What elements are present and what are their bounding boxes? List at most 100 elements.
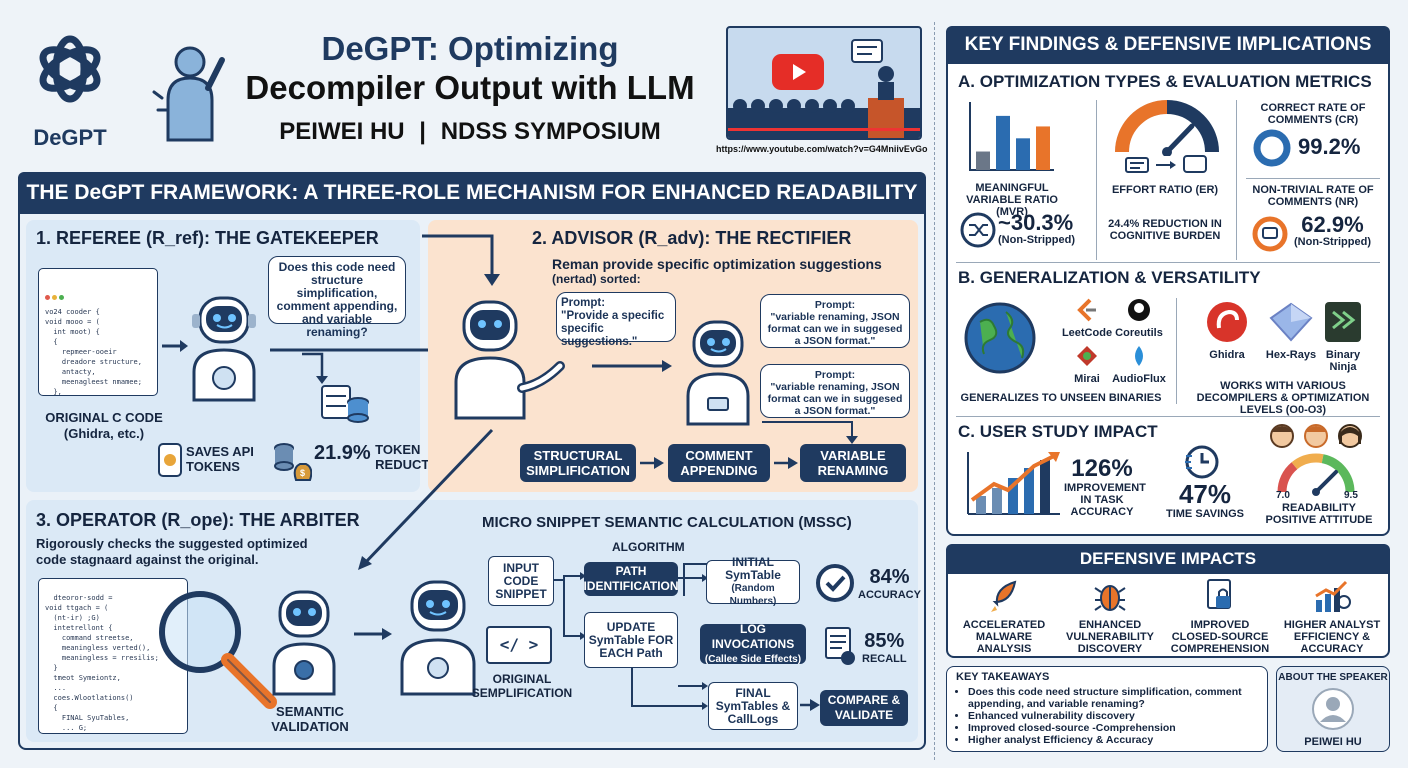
audience-faces-icon — [1264, 420, 1370, 457]
chart-bar — [1036, 126, 1050, 170]
dataset-mirai: Mirai — [1060, 344, 1114, 385]
original-code-label: ORIGINAL C CODE (Ghidra, etc.) — [45, 410, 163, 441]
chart-bar — [1016, 138, 1030, 170]
arrow-advisor-to-robot — [592, 360, 672, 372]
byline-separator: | — [419, 118, 427, 145]
time-savings-stat: 47% TIME SAVINGS — [1165, 479, 1245, 520]
step-comment-appending: COMMENT APPENDING — [668, 444, 770, 482]
er-description: 24.4% REDUCTION IN COGNITIVE BURDEN — [1108, 218, 1222, 242]
mvr-bar-chart — [969, 102, 1054, 171]
arrow-to-tokens — [302, 352, 328, 384]
mirai-icon — [1077, 346, 1097, 366]
arrow-prompt-to-steps — [762, 421, 858, 444]
speaker-avatar — [1312, 688, 1354, 735]
algorithm-label: ALGORITHM — [612, 540, 685, 554]
takeaways-panel — [946, 666, 1268, 752]
readability-max: 9.5 — [1344, 490, 1358, 501]
title-line-2: Decompiler Output with LLM — [245, 69, 695, 106]
decompiler-ghidra: Ghidra — [1200, 300, 1254, 361]
growth-chart-icon — [964, 448, 1064, 523]
cr-value: 99.2% — [1298, 134, 1361, 159]
defensive-title: DEFENSIVE IMPACTS — [946, 544, 1390, 574]
globe-icon — [962, 300, 1038, 381]
hexrays-icon — [1269, 302, 1313, 342]
audioflux-icon — [1135, 346, 1143, 366]
saves-api-label: SAVES API TOKENS — [186, 444, 254, 474]
takeaways-list: Does this code need structure simplifica… — [968, 686, 1264, 746]
effort-gauge-icon — [1112, 96, 1222, 161]
arrow-step2-step3 — [774, 457, 798, 469]
effort-transform-icon — [1124, 154, 1210, 181]
takeaways-title: KEY TAKEAWAYS — [956, 671, 1050, 683]
page-title: DeGPT: Optimizing Decompiler Output with… — [230, 30, 710, 146]
referee-title: 1. REFEREE (R_ref): THE GATEKEEPER — [36, 228, 379, 248]
svg-text:$: $ — [300, 468, 305, 478]
optimized-code-text: dteoror-sodd = void ttgach = ( (nt-ir) ;… — [45, 594, 159, 732]
original-code-text: vo24 cooder { void mooo = ( int moot) { … — [45, 308, 142, 396]
advisor-prompt-3: Prompt: "variable renaming, JSON format … — [760, 364, 910, 418]
arrow-step1-step2 — [640, 457, 664, 469]
coins-bag-icon: $ — [272, 440, 313, 487]
token-reduction-value: 21.9% — [314, 442, 371, 464]
speaker-name: PEIWEI HU — [1304, 736, 1362, 748]
video-url[interactable]: https://www.youtube.com/watch?v=G4MniivE… — [716, 144, 928, 154]
dataset-leetcode: LeetCode — [1060, 298, 1114, 339]
binaryninja-icon — [1325, 302, 1361, 342]
arrow-final-to-compare — [800, 699, 820, 711]
readability-label: READABILITY POSITIVE ATTITUDE — [1265, 502, 1373, 526]
shuffle-icon — [960, 212, 996, 253]
mvr-label: MEANINGFUL VARIABLE RATIO (MVR) — [966, 182, 1058, 218]
optimized-code-window: dteoror-sodd = void ttgach = ( (nt-ir) ;… — [38, 578, 188, 734]
findings-title: KEY FINDINGS & DEFENSIVE IMPLICATIONS — [946, 26, 1390, 64]
magnifier-icon — [150, 582, 280, 717]
cr-ring-icon — [1252, 128, 1292, 173]
operator-title: 3. OPERATOR (R_ope): THE ARBITER — [36, 510, 360, 530]
section-c-title: C. USER STUDY IMPACT — [958, 422, 1158, 441]
mvr-stat: ~30.3% (Non-Stripped) — [998, 210, 1075, 247]
play-icon[interactable] — [772, 54, 824, 90]
dataset-audioflux: AudioFlux — [1112, 344, 1166, 385]
readability-min: 7.0 — [1276, 490, 1290, 501]
logo-label: DeGPT — [33, 125, 107, 150]
arrow-advisor-to-operator — [358, 428, 494, 570]
accuracy-check-icon — [814, 562, 856, 609]
mssc-title: MICRO SNIPPET SEMANTIC CALCULATION (MSSC… — [482, 514, 852, 531]
impact-efficiency: HIGHER ANALYST EFFICIENCY & ACCURACY — [1280, 578, 1384, 655]
server-stack-icon — [316, 384, 370, 431]
advisor-prompt-2: Prompt: "variable renaming, JSON format … — [760, 294, 910, 348]
coreutils-icon — [1128, 299, 1150, 321]
mssc-compare-validate[interactable]: COMPARE & VALIDATE — [820, 690, 908, 726]
takeaway-item: Enhanced vulnerability discovery — [968, 710, 1264, 722]
mssc-initial-symtable: INITIAL SymTable (Random Numbers) — [706, 556, 800, 607]
presenter-figure-icon — [150, 40, 230, 155]
decompilers-label: WORKS WITH VARIOUS DECOMPILERS & OPTIMIZ… — [1196, 380, 1370, 416]
readability-gauge-icon — [1276, 452, 1356, 501]
improvement-stat: 126% IMPROVEMENT IN TASK ACCURACY — [1064, 455, 1146, 519]
video-thumbnail[interactable] — [726, 26, 922, 140]
framework-title: THE DeGPT FRAMEWORK: A THREE-ROLE MECHAN… — [18, 172, 926, 214]
arrow-code-to-referee — [162, 340, 188, 352]
recall-doc-icon — [818, 626, 862, 673]
byline: PEIWEI HU | NDSS SYMPOSIUM — [230, 118, 710, 146]
nr-ring-icon — [1250, 214, 1290, 259]
clock-icon — [1184, 444, 1220, 485]
arrow-referee-to-advisor — [270, 344, 442, 356]
mssc-connectors — [554, 563, 710, 710]
advisor-robot-icon — [446, 296, 566, 425]
leetcode-icon — [1077, 298, 1096, 322]
takeaway-item: Higher analyst Efficiency & Accuracy — [968, 734, 1264, 746]
er-label: EFFORT RATIO (ER) — [1111, 184, 1219, 196]
operator-description: Rigorously checks the suggested optimize… — [36, 536, 308, 567]
openai-knot-icon — [39, 35, 101, 103]
impact-vulnerability: ENHANCED VULNERABILITY DISCOVERY — [1058, 578, 1162, 655]
decompiler-binaryninja: Binary Ninja — [1316, 300, 1370, 373]
advisor-title: 2. ADVISOR (R_adv): THE RECTIFIER — [532, 228, 852, 248]
code-snippet-icon: </ > — [486, 626, 552, 664]
mssc-log-invocations: LOG INVOCATIONS (Callee Side Effects) — [700, 622, 806, 665]
arrow-operator-to-robot — [354, 628, 392, 640]
semantic-validation-label: SEMANTIC VALIDATION — [271, 704, 349, 734]
referee-question-bubble: Does this code need structure simplifica… — [268, 256, 406, 339]
impact-closed-source: IMPROVED CLOSED-SOURCE COMPREHENSION — [1168, 578, 1272, 655]
column-divider — [934, 22, 935, 760]
bug-icon — [1094, 585, 1126, 611]
